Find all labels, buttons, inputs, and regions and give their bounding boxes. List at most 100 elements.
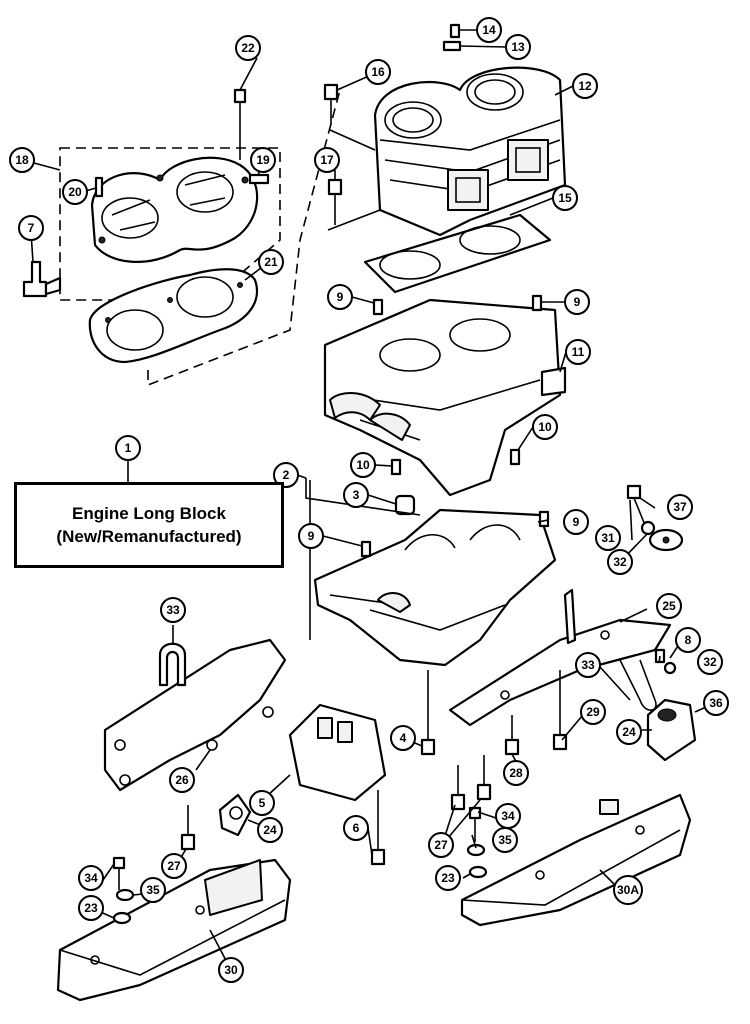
- callout-24b: 24: [616, 719, 642, 745]
- mounting-rail-30: [56, 858, 292, 1002]
- svg-text:36: 36: [709, 696, 723, 710]
- callout-27a: 27: [161, 853, 187, 879]
- pin-19: [248, 173, 270, 185]
- callout-23b: 23: [435, 865, 461, 891]
- svg-text:2: 2: [283, 468, 290, 482]
- bolt-34b: [468, 806, 482, 842]
- svg-text:26: 26: [175, 773, 189, 787]
- callout-35a: 35: [140, 877, 166, 903]
- callout-34b: 34: [495, 803, 521, 829]
- svg-text:30A: 30A: [617, 883, 639, 897]
- callout-34a: 34: [78, 865, 104, 891]
- svg-text:20: 20: [68, 185, 82, 199]
- pin-10b: [509, 448, 521, 466]
- callout-8: 8: [675, 627, 701, 653]
- cylinder-base-gasket: [363, 213, 552, 294]
- dowel-pin-9c: [538, 510, 550, 528]
- svg-text:19: 19: [256, 153, 270, 167]
- callout-36: 36: [703, 690, 729, 716]
- callout-16: 16: [365, 59, 391, 85]
- cylinder-block: [373, 66, 567, 237]
- u-bolt-33a: [158, 642, 187, 687]
- callout-30: 30: [218, 957, 244, 983]
- callout-2: 2: [273, 462, 299, 488]
- svg-text:24: 24: [263, 823, 277, 837]
- svg-text:28: 28: [509, 766, 523, 780]
- dowel-pin-20: [94, 176, 104, 198]
- bolt-29: [552, 670, 568, 751]
- callout-32a: 32: [607, 549, 633, 575]
- callout-1: 1: [115, 435, 141, 461]
- svg-text:22: 22: [241, 41, 255, 55]
- callout-31: 31: [595, 525, 621, 551]
- fitting-11: [540, 366, 567, 397]
- callout-35b: 35: [492, 827, 518, 853]
- svg-text:5: 5: [259, 796, 266, 810]
- svg-text:13: 13: [511, 40, 525, 54]
- cover-gasket: [88, 268, 258, 364]
- callout-14: 14: [476, 17, 502, 43]
- washer-35a: [115, 888, 135, 902]
- callout-33b: 33: [575, 652, 601, 678]
- svg-text:37: 37: [673, 500, 687, 514]
- callout-18: 18: [9, 147, 35, 173]
- svg-text:23: 23: [441, 871, 455, 885]
- callout-6: 6: [343, 815, 369, 841]
- elbow-fitting: [22, 260, 62, 298]
- bolt-31: [626, 484, 646, 526]
- svg-text:16: 16: [371, 65, 385, 79]
- dowel-pin-9a: [372, 298, 384, 316]
- callout-5: 5: [249, 790, 275, 816]
- dowel-pin-9b: [531, 294, 543, 312]
- svg-text:25: 25: [662, 599, 676, 613]
- svg-text:35: 35: [146, 883, 160, 897]
- callout-24a: 24: [257, 817, 283, 843]
- callout-32b: 32: [697, 649, 723, 675]
- callout-10b: 10: [532, 414, 558, 440]
- gasket-dashed-guide: [147, 89, 341, 387]
- label-line-1: Engine Long Block: [72, 504, 226, 523]
- callout-29: 29: [580, 699, 606, 725]
- upper-crankcase: [323, 298, 562, 497]
- left-engine-mount: [103, 638, 287, 792]
- bolt-4: [420, 670, 436, 756]
- svg-text:32: 32: [703, 655, 717, 669]
- svg-text:1: 1: [125, 441, 132, 455]
- bolt-28: [504, 715, 520, 756]
- callout-11: 11: [565, 339, 591, 365]
- svg-text:27: 27: [167, 859, 181, 873]
- svg-text:34: 34: [501, 809, 515, 823]
- svg-text:12: 12: [578, 79, 592, 93]
- svg-text:33: 33: [166, 603, 180, 617]
- pin-10a: [390, 458, 402, 476]
- callout-9c: 9: [563, 509, 589, 535]
- bolt-27a: [180, 805, 196, 851]
- svg-text:9: 9: [308, 529, 315, 543]
- callout-26: 26: [169, 767, 195, 793]
- dowel-pin-9d: [360, 540, 372, 558]
- bolt-6: [370, 790, 386, 866]
- svg-text:4: 4: [400, 731, 407, 745]
- bracket-13: [442, 40, 462, 52]
- svg-text:17: 17: [320, 153, 334, 167]
- lower-crankcase: [313, 508, 557, 667]
- svg-text:34: 34: [84, 871, 98, 885]
- engine-long-block-label: Engine Long Block (New/Remanufactured): [14, 482, 284, 568]
- callout-13: 13: [505, 34, 531, 60]
- bolt-17: [327, 178, 343, 225]
- callout-10a: 10: [350, 452, 376, 478]
- bolt-16: [323, 83, 339, 125]
- callout-30a: 30A: [613, 875, 643, 905]
- bearing-3: [394, 494, 416, 516]
- svg-text:9: 9: [574, 295, 581, 309]
- u-bolt-33b: [619, 659, 657, 711]
- callout-33a: 33: [160, 597, 186, 623]
- bolt-34a: [112, 856, 126, 890]
- mount-37: [648, 528, 684, 552]
- callout-leader-lines: [30, 29, 716, 969]
- svg-text:15: 15: [558, 191, 572, 205]
- svg-text:14: 14: [482, 23, 496, 37]
- svg-text:7: 7: [28, 221, 35, 235]
- label-line-2: (New/Remanufactured): [56, 527, 242, 546]
